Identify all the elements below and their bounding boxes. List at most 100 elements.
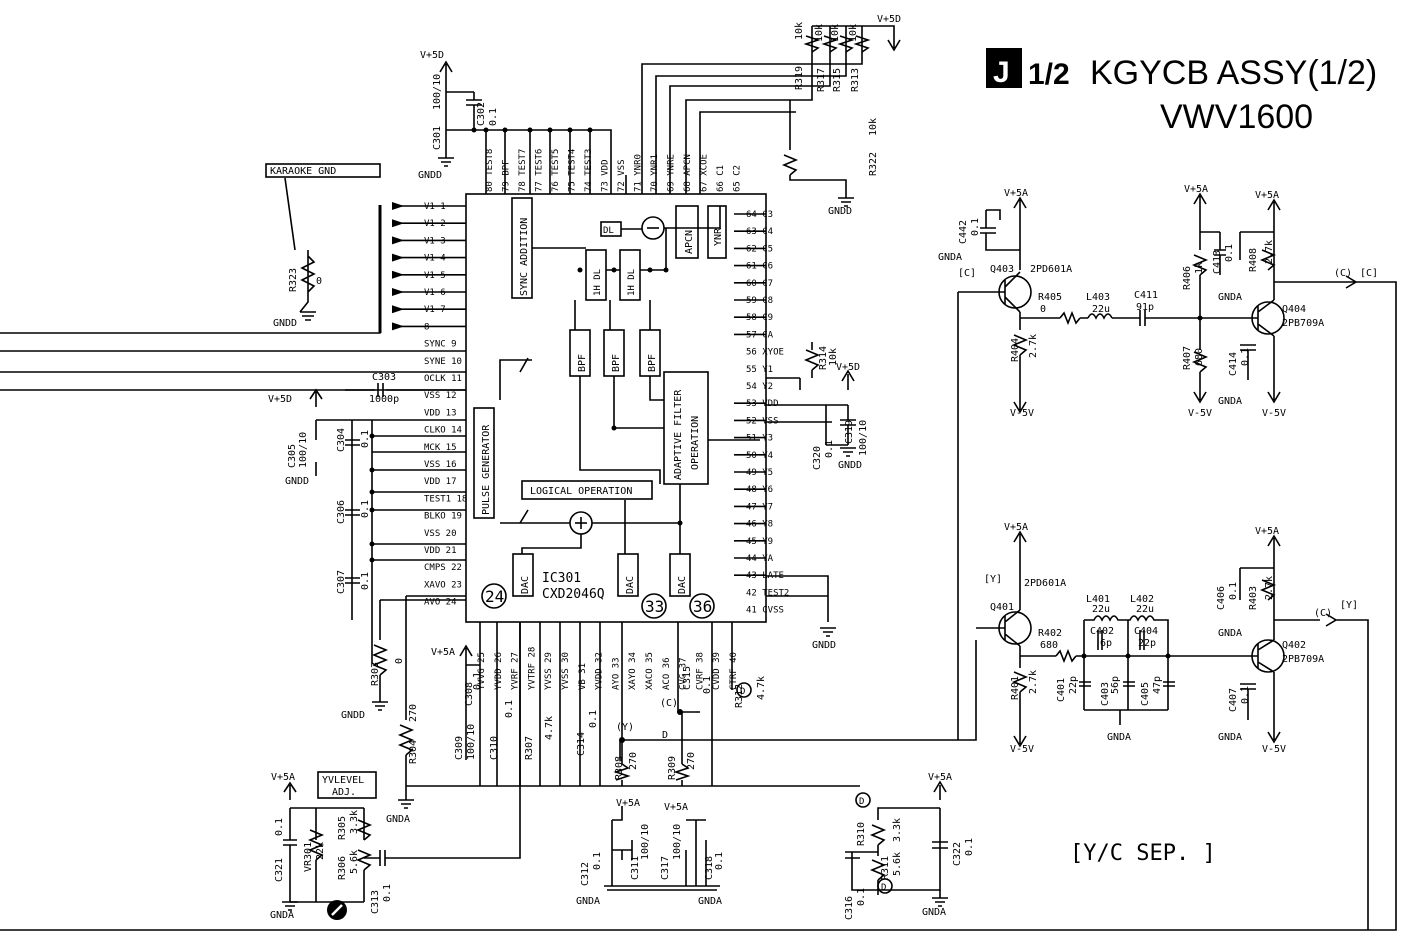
r322-ref: R322 <box>868 152 879 176</box>
ic-pin-left: V1 7 <box>392 305 466 315</box>
ic-pin-left-label: CLKO 14 <box>424 426 462 436</box>
ic-pin-right: 42 TEST2 <box>746 588 789 598</box>
bpf-label-2: BPF <box>611 354 622 372</box>
ic-pin-bottom: YVSS 29 <box>544 652 554 690</box>
ic-pin-left-label: V1 6 <box>424 288 446 298</box>
r401-val: 2.7k <box>1028 670 1039 694</box>
ic-pin-top-label: 70 YNR1 <box>650 154 660 192</box>
l403-ref: L403 <box>1086 292 1110 303</box>
ic-pin-bottom: YVDD 26 <box>494 652 504 690</box>
ic-pin-bottom: YVTRF 28 <box>527 647 537 690</box>
c402-val: 6p <box>1100 638 1112 649</box>
ic-pin-left: 8 <box>392 322 466 332</box>
ic-pin-bottom-label: YVSS 30 <box>561 652 571 690</box>
ic-pin-right: 48 Y6 <box>734 485 773 495</box>
r317-ref: R317 <box>816 68 827 92</box>
r403-ref: R403 <box>1248 586 1259 610</box>
ic-pin-left-label: V1 2 <box>424 219 446 229</box>
ih-dl-block-1 <box>585 249 607 301</box>
r304-ref: R304 <box>408 740 419 764</box>
r404-val: 2.7k <box>1028 334 1039 358</box>
c301-ref: C301 <box>432 126 443 150</box>
ic-pin-left-label: V1 3 <box>424 236 446 246</box>
ic-pin-right: 58 C9 <box>734 313 773 323</box>
ic-pin-left-label: 8 <box>424 322 429 332</box>
ic-pin-right-label: 48 Y6 <box>746 485 773 495</box>
v5a-q401: V+5A <box>1004 522 1028 533</box>
gndd-r323: GNDD <box>273 318 297 329</box>
yvlevel-label-2: ADJ. <box>332 787 356 798</box>
dac-block-1 <box>512 553 534 597</box>
c303-ref: C303 <box>372 372 396 383</box>
r407-val: 680 <box>1194 348 1205 366</box>
c311-ref: C311 <box>630 856 641 880</box>
y-buffer: [Y] V+5A Q401 2PD601A R401 2.7k V-5V R40… <box>976 522 1369 930</box>
c318-ref: C318 <box>704 856 715 880</box>
c404-val: 22p <box>1138 638 1156 649</box>
r308-ref: R308 <box>614 756 625 780</box>
ic-pin-left: MCK 15 <box>424 443 457 453</box>
c317-ref: C317 <box>660 856 671 880</box>
gndd-c301: GNDD <box>418 170 442 181</box>
ic-pin-top-label: 72 VSS <box>617 159 627 192</box>
r317-val: 10k <box>814 24 825 42</box>
r306-ref: R306 <box>337 856 348 880</box>
ic-pin-right: 50 Y4 <box>734 451 773 461</box>
ic-pin-right: 51 Y3 <box>734 434 773 444</box>
c406-ref: C406 <box>1216 586 1227 610</box>
r309-ref: R309 <box>667 756 678 780</box>
r323-val: 0 <box>316 276 322 287</box>
r401-ref: R401 <box>1010 676 1021 700</box>
ic-pin-top: 75 TEST4 <box>568 149 578 192</box>
c304-ref: C304 <box>336 428 347 452</box>
ic-pin-bottom-label: YVSS 29 <box>544 652 554 690</box>
v5a-r408: V+5A <box>1255 190 1279 201</box>
ic-pin-top-label: 79 BPF <box>502 159 512 192</box>
ic-pin-right: 49 Y5 <box>734 468 773 478</box>
r405-ref: R405 <box>1038 292 1062 303</box>
ic-pin-top: 78 TEST7 <box>518 149 528 192</box>
r315-ref: R315 <box>832 68 843 92</box>
c310-ref: C310 <box>489 736 500 760</box>
logical-operation-label: LOGICAL OPERATION <box>530 486 632 497</box>
ic-pin-left-label: TEST1 18 <box>424 494 467 504</box>
c322-val: 0.1 <box>964 838 975 856</box>
ic-pin-top: 69 YNRE <box>667 154 677 192</box>
ic-pin-right-label: 63 C4 <box>746 227 773 237</box>
ic-pin-bottom-label: ACO 36 <box>662 657 672 690</box>
y-node-tag: (Y) <box>616 722 634 733</box>
vr301-val: 22k <box>315 842 326 860</box>
d-node-tag-1: D <box>662 730 668 741</box>
ic-pin-right-label: 42 TEST2 <box>746 588 789 598</box>
ic-pin-top-label: 65 C2 <box>733 165 743 192</box>
right-circuit: R314 10k V+5D C319 100/10 C320 0.1 GNDD … <box>766 342 869 651</box>
ic-pin-top-label: 68 APCN <box>683 154 693 192</box>
yvlevel-box <box>317 771 377 799</box>
r408-ref: R408 <box>1248 248 1259 272</box>
karaoke-gnd-label: KARAOKE GND <box>270 166 336 177</box>
ic-pin-right-label: 52 VSS <box>746 416 779 426</box>
ic-pin-left: CLKO 14 <box>424 426 462 436</box>
bottom-circuit: V+5A C308 0.1 C309 100/10 C310 0.1 R307 … <box>431 622 977 920</box>
r403-val: 2.7k <box>1264 576 1275 600</box>
d-node-tag-4: D <box>881 883 886 893</box>
ic-pin-left: TEST1 18 <box>424 494 467 504</box>
ic-pin-right-label: 49 Y5 <box>746 468 773 478</box>
c315-val: 0.1 <box>702 676 713 694</box>
ic-pin-right-label: 47 Y7 <box>746 502 773 512</box>
r314-ref: R314 <box>818 346 829 370</box>
gndd-r303: GNDD <box>341 710 365 721</box>
ic-pin-left-label: VDD 13 <box>424 408 457 418</box>
ic-pin-left-label: V1 4 <box>424 254 446 264</box>
ic-pin-top: 71 YNR0 <box>634 154 644 192</box>
r402-val: 680 <box>1040 640 1058 651</box>
c309-val: 100/10 <box>466 724 477 760</box>
ic-pin-right-label: 51 Y3 <box>746 434 773 444</box>
ic-pin-top: 73 VDD <box>601 159 611 192</box>
v5d-left: V+5D <box>268 394 292 405</box>
ic-pin-bottom-label: CTRF 40 <box>729 652 739 690</box>
d-node-tag-2: D <box>740 687 745 697</box>
vr301-ref: VR301 <box>303 842 314 872</box>
r319-ref: R319 <box>794 66 805 90</box>
